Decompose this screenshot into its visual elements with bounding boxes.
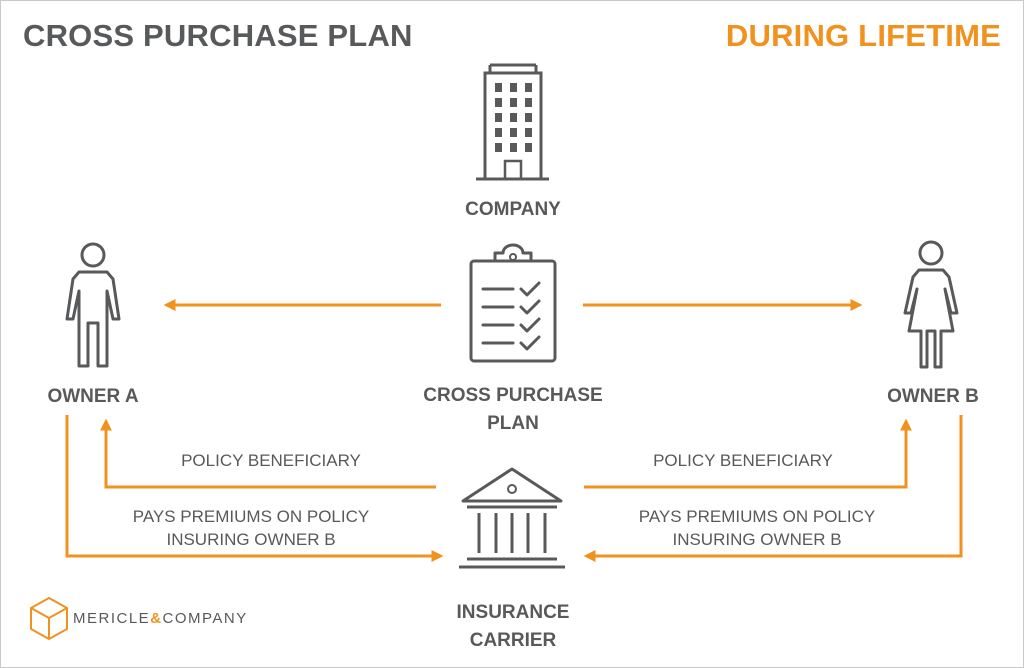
- owner-a-label: OWNER A: [47, 386, 139, 407]
- clipboard-checklist-icon: [469, 243, 557, 363]
- right-premiums-label-line2: INSURING OWNER B: [672, 530, 842, 549]
- arrow-owner-a-to-carrier: [65, 415, 444, 562]
- company-label: COMPANY: [465, 199, 561, 220]
- hexagon-cube-icon: [30, 597, 68, 640]
- plan-label-line2: PLAN: [487, 413, 539, 434]
- left-premiums-label-line1: PAYS PREMIUMS ON POLICY: [132, 507, 370, 526]
- logo-name-part1: MERICLE: [73, 610, 151, 627]
- arrow-owner-b-to-carrier: [583, 415, 963, 562]
- man-figure-icon: [65, 242, 121, 368]
- right-beneficiary-label: POLICY BENEFICIARY: [653, 451, 833, 470]
- diagram-subtitle: DURING LIFETIME: [725, 18, 1001, 53]
- left-premiums-label-line2: INSURING OWNER B: [166, 530, 336, 549]
- bank-building-icon: [459, 467, 565, 569]
- office-building-icon: [476, 63, 549, 181]
- arrow-carrier-to-owner-a: [100, 418, 436, 489]
- logo-name-part2: COMPANY: [162, 610, 248, 627]
- plan-label-line1: CROSS PURCHASE: [423, 385, 603, 406]
- logo-wordmark: MERICLE&COMPANY: [73, 610, 248, 627]
- woman-figure-icon: [903, 240, 959, 369]
- left-beneficiary-label: POLICY BENEFICIARY: [181, 451, 361, 470]
- carrier-label-line2: CARRIER: [469, 630, 557, 651]
- carrier-label-line1: INSURANCE: [456, 602, 570, 623]
- diagram-title: CROSS PURCHASE PLAN: [23, 18, 413, 53]
- arrow-carrier-to-owner-b: [584, 418, 912, 489]
- right-premiums-label-line1: PAYS PREMIUMS ON POLICY: [638, 507, 876, 526]
- logo-ampersand: &: [150, 610, 163, 627]
- owner-b-label: OWNER B: [887, 386, 979, 407]
